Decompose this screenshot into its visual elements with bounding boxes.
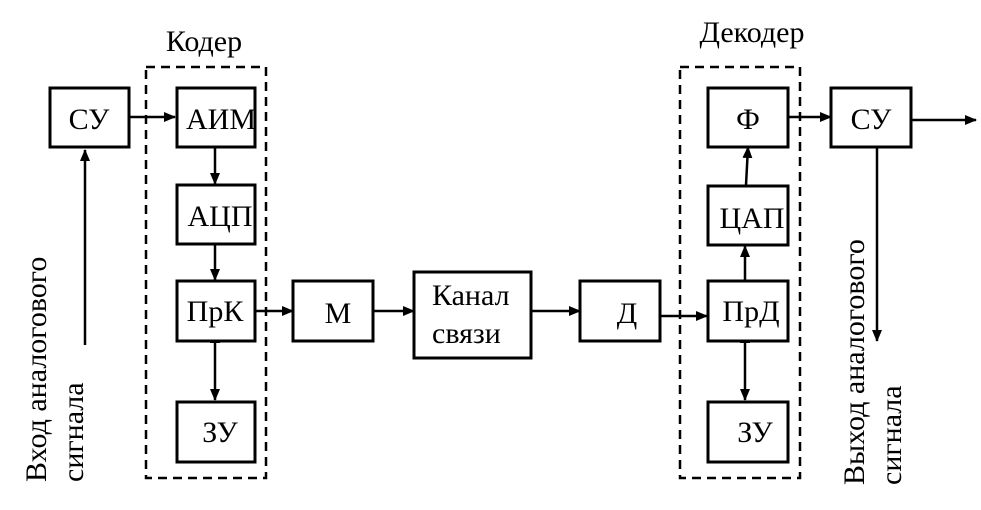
svg-text:СУ: СУ: [851, 103, 893, 136]
input-signal-label: Вход аналогового сигнала: [20, 257, 90, 482]
d-block: Д: [578, 279, 662, 343]
aim-block: АИМ: [175, 86, 257, 149]
svg-text:АИМ: АИМ: [186, 103, 256, 136]
coder-frame: [144, 65, 268, 480]
svg-text:ЦАП: ЦАП: [720, 202, 785, 235]
f-block: Ф: [706, 86, 790, 149]
zu-right-block: ЗУ: [706, 400, 790, 464]
svg-text:СУ: СУ: [69, 103, 111, 136]
su-output-block: СУ: [829, 86, 913, 149]
svg-text:ПрД: ПрД: [722, 295, 779, 328]
prk-block: ПрК: [175, 279, 257, 343]
su-input-block: СУ: [48, 86, 131, 149]
acp-block: АЦП: [175, 183, 257, 246]
svg-text:М: М: [325, 297, 352, 330]
decoder-title: Декодер: [700, 16, 805, 49]
svg-text:Вход аналогового: Вход аналогового: [20, 257, 53, 482]
svg-text:сигнала: сигнала: [875, 385, 908, 485]
svg-text:ЗУ: ЗУ: [202, 416, 238, 449]
cap-block: ЦАП: [706, 184, 790, 247]
m-block: М: [291, 279, 375, 343]
output-signal-label: Выход аналогового сигнала: [838, 239, 908, 485]
svg-text:Ф: Ф: [736, 103, 760, 136]
svg-text:ПрК: ПрК: [187, 295, 245, 328]
prd-block: ПрД: [706, 279, 790, 343]
cap-to-f-arrow: [742, 146, 753, 186]
svg-text:Д: Д: [617, 297, 637, 330]
svg-text:АЦП: АЦП: [188, 200, 253, 233]
svg-text:Выход аналогового: Выход аналогового: [838, 239, 871, 485]
decoder-frame: [678, 65, 802, 480]
svg-text:ЗУ: ЗУ: [737, 416, 773, 449]
zu-left-block: ЗУ: [175, 400, 257, 464]
channel-block: Канал связи: [412, 270, 533, 360]
coder-title: Кодер: [166, 25, 242, 58]
svg-text:сигнала: сигнала: [57, 382, 90, 482]
svg-text:Канал: Канал: [432, 279, 510, 312]
svg-text:связи: связи: [432, 317, 501, 350]
